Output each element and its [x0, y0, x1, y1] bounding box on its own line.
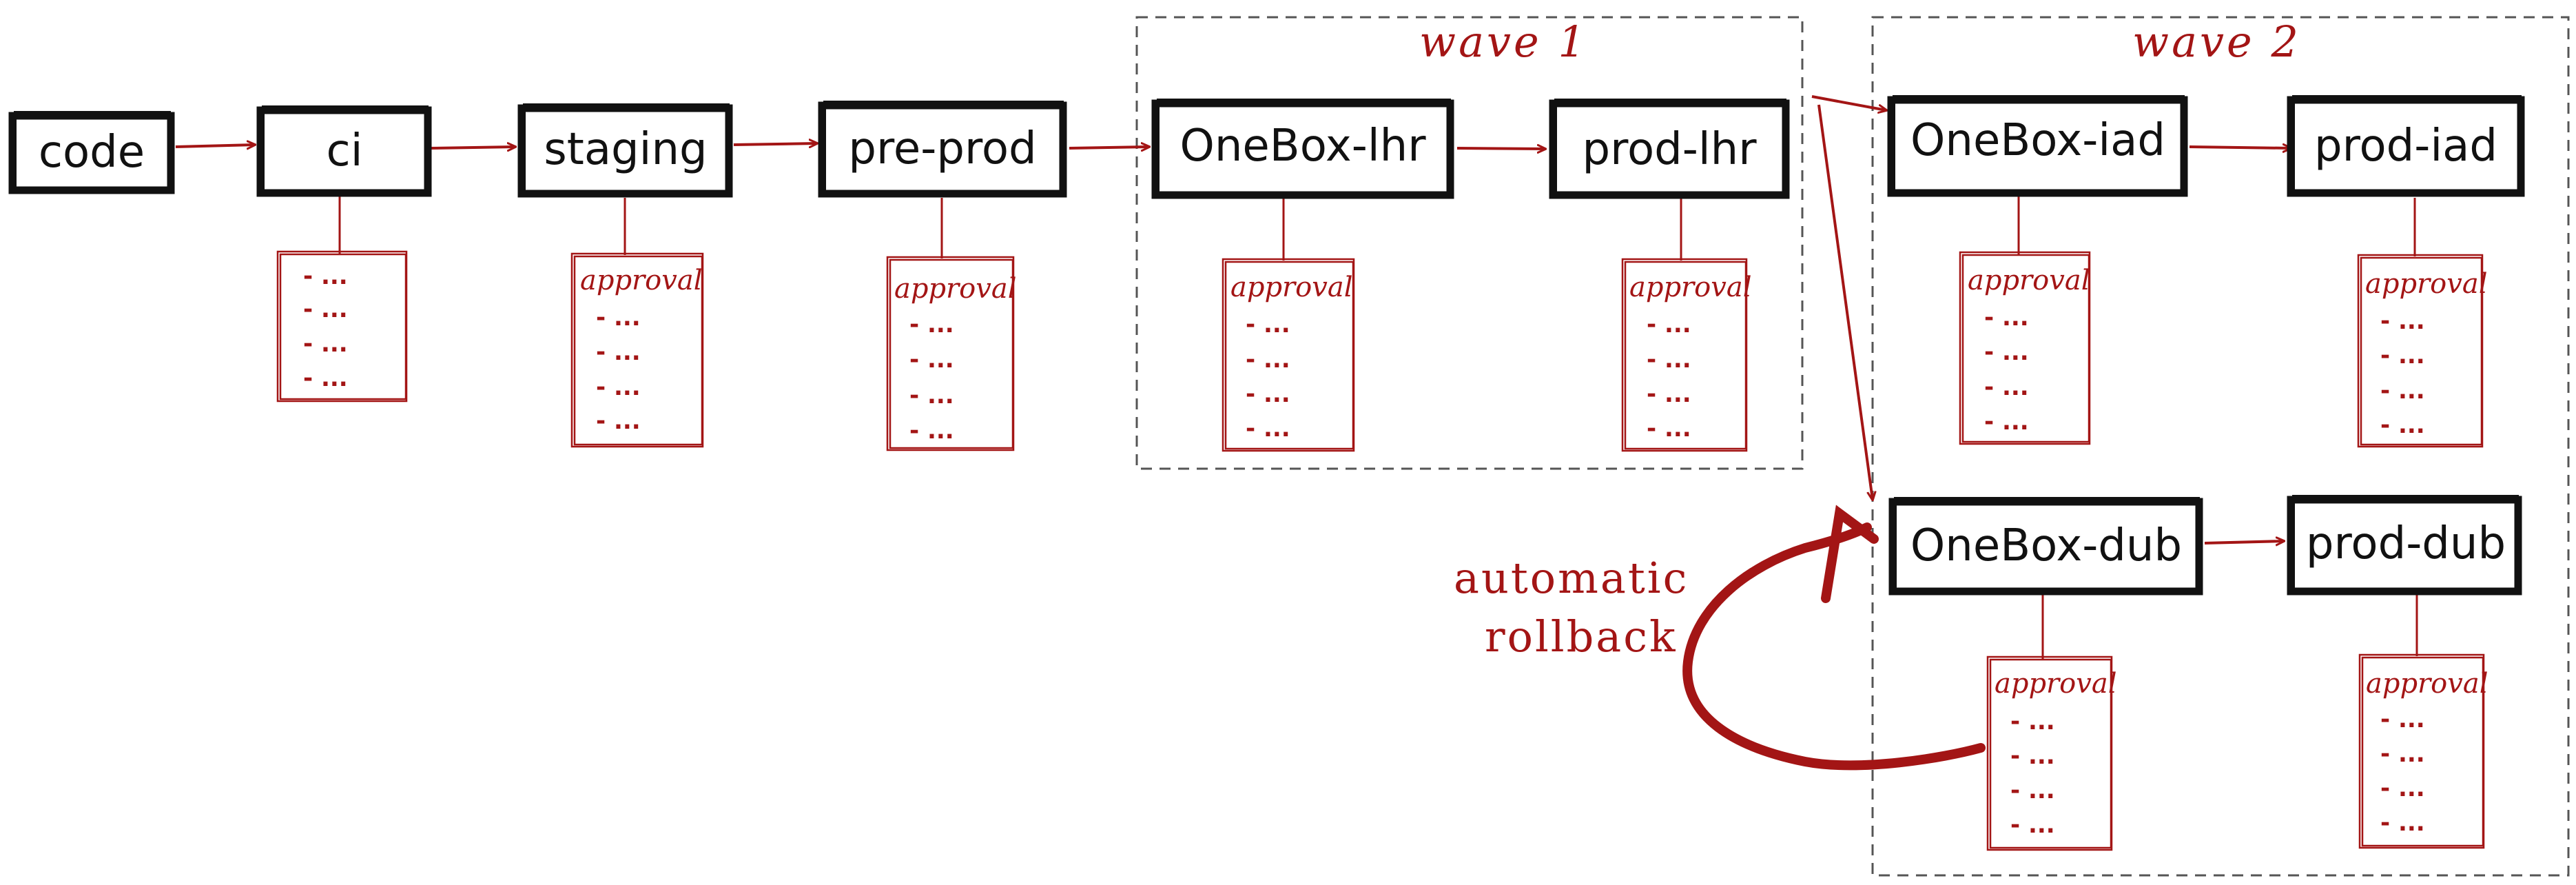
note-item: - ...	[2380, 809, 2425, 837]
note-item: - ...	[1647, 380, 1691, 408]
note-item: - ...	[1984, 338, 2029, 366]
note-item: - ...	[303, 296, 348, 323]
note-item: - ...	[909, 346, 954, 374]
stage-onebox-dub: OneBox-dub	[1888, 497, 2203, 596]
note-item: - ...	[2380, 307, 2425, 335]
note-item: - ...	[303, 365, 348, 392]
note-onebox-lhr: approval - ... - ... - ... - ...	[1222, 258, 1355, 452]
note-item: - ...	[2010, 777, 2055, 804]
arrow-onebox-iad-to-prod-iad	[2189, 147, 2291, 148]
note-item: - ...	[1984, 304, 2029, 332]
note-onebox-iad: approval - ... - ... - ... - ...	[1959, 251, 2091, 445]
note-prod-dub: approval - ... - ... - ... - ...	[2358, 653, 2489, 849]
note-item: - ...	[2010, 811, 2055, 839]
stage-staging: staging	[517, 103, 733, 198]
note-item: - ...	[1246, 311, 1290, 338]
stage-pre-prod: pre-prod	[818, 101, 1067, 198]
stage-prod-iad: prod-iad	[2287, 95, 2525, 197]
stage-code-label: code	[39, 127, 145, 178]
note-item: - ...	[303, 263, 348, 290]
arrow-code-to-ci	[175, 145, 255, 147]
wave-2-region: wave 2	[1871, 16, 2570, 877]
stage-onebox-lhr: OneBox-lhr	[1151, 99, 1454, 199]
note-pre-prod: approval - ... - ... - ... - ...	[886, 256, 1017, 451]
note-prod-lhr: approval - ... - ... - ... - ...	[1621, 258, 1752, 452]
note-item: - ...	[909, 417, 954, 445]
arrow-ci-to-staging	[430, 147, 515, 148]
note-item: - ...	[1246, 415, 1290, 443]
note-item: - ...	[2380, 411, 2425, 439]
note-title: approval	[2365, 268, 2488, 300]
wave-1-label: wave 1	[1419, 17, 1588, 67]
note-item: - ...	[596, 374, 641, 401]
note-item: - ...	[909, 382, 954, 409]
stage-prod-lhr-label: prod-lhr	[1582, 124, 1757, 175]
note-item: - ...	[1246, 380, 1290, 408]
stage-prod-lhr: prod-lhr	[1549, 99, 1790, 199]
rollback-label-line2: rollback	[1485, 611, 1678, 662]
wave-1-region: wave 1	[1135, 16, 1804, 470]
note-title: approval	[1629, 272, 1752, 303]
note-item: - ...	[596, 304, 641, 332]
stage-onebox-lhr-label: OneBox-lhr	[1179, 121, 1426, 172]
stage-prod-iad-label: prod-iad	[2314, 121, 2497, 172]
stage-prod-dub-label: prod-dub	[2306, 518, 2506, 569]
note-item: - ...	[2010, 742, 2055, 770]
note-item: - ...	[2380, 706, 2425, 733]
note-item: - ...	[303, 330, 348, 358]
note-title: approval	[580, 265, 703, 296]
note-item: - ...	[1647, 346, 1691, 374]
arrow-prod-lhr-to-onebox-iad	[1811, 95, 1886, 110]
arrow-onebox-dub-to-prod-dub	[2204, 541, 2284, 543]
stage-pre-prod-label: pre-prod	[848, 123, 1036, 174]
rollback-curve	[1682, 522, 1986, 771]
arrow-onebox-lhr-to-prod-lhr	[1456, 148, 1545, 149]
wave-2-border	[1871, 16, 2570, 877]
wave-2-label: wave 2	[2132, 17, 2301, 67]
note-item: - ...	[1647, 415, 1691, 443]
stage-prod-dub: prod-dub	[2287, 495, 2522, 596]
note-title: approval	[894, 273, 1017, 305]
stage-code: code	[8, 111, 175, 194]
note-item: - ...	[2380, 377, 2425, 405]
stage-onebox-dub-label: OneBox-dub	[1910, 520, 2182, 571]
note-onebox-dub: approval - ... - ... - ... - ...	[1986, 655, 2117, 851]
note-item: - ...	[2010, 708, 2055, 735]
note-ci: - ... - ... - ... - ...	[276, 250, 408, 403]
flow-arrows	[175, 95, 2291, 543]
note-item: - ...	[596, 338, 641, 366]
note-title: approval	[1995, 668, 2117, 700]
note-item: - ...	[2380, 775, 2425, 802]
note-item: - ...	[596, 407, 641, 435]
stage-onebox-iad-label: OneBox-iad	[1910, 115, 2165, 166]
automatic-rollback: automatic rollback	[1454, 505, 1986, 771]
note-item: - ...	[1984, 374, 2029, 401]
note-item: - ...	[1246, 346, 1290, 374]
stage-staging-label: staging	[544, 124, 707, 175]
note-title: approval	[1230, 272, 1353, 303]
note-title: approval	[1968, 265, 2090, 296]
note-prod-iad: approval - ... - ... - ... - ...	[2357, 254, 2488, 448]
rollback-arrowhead	[1821, 505, 1879, 603]
note-title: approval	[2366, 668, 2489, 700]
arrow-prod-lhr-to-onebox-dub	[1817, 104, 1873, 500]
stage-ci-label: ci	[327, 125, 363, 176]
stage-onebox-iad: OneBox-iad	[1887, 95, 2188, 197]
note-staging: approval - ... - ... - ... - ...	[570, 252, 704, 448]
note-connectors	[338, 195, 2418, 660]
rollback-label-line1: automatic	[1454, 553, 1689, 603]
arrow-staging-to-preprod	[733, 143, 817, 145]
note-item: - ...	[1647, 311, 1691, 338]
note-item: - ...	[1984, 408, 2029, 436]
note-item: - ...	[909, 311, 954, 338]
wave-1-border	[1135, 16, 1804, 470]
arrow-preprod-to-onebox-lhr	[1069, 147, 1149, 148]
note-item: - ...	[2380, 342, 2425, 369]
stage-ci: ci	[256, 105, 432, 197]
note-item: - ...	[2380, 740, 2425, 768]
